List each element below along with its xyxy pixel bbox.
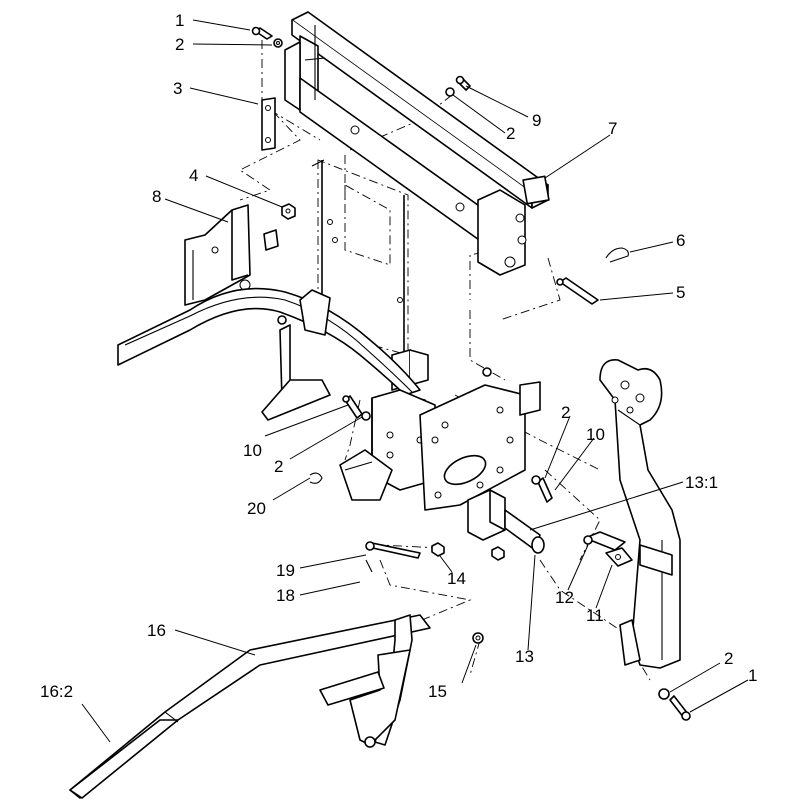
callout-10-left: 10: [243, 441, 262, 460]
callout-20: 20: [247, 499, 266, 518]
nut-4: [281, 203, 296, 220]
callout-12: 12: [555, 588, 574, 607]
right-upright-weldment: [599, 359, 681, 669]
bolts-10-right: [531, 475, 553, 503]
callout-1-bottom: 1: [748, 666, 757, 685]
callout-14: 14: [447, 569, 466, 588]
bolts-10-left: [342, 395, 371, 421]
callout-13: 13: [515, 647, 534, 666]
callout-2-bottom: 2: [724, 649, 733, 668]
callout-9: 9: [532, 111, 541, 130]
nut-center: [491, 546, 505, 561]
callout-6: 6: [676, 231, 685, 250]
callout-labels: 1 2 3 9 2 7 4 8 6 5 2 10 10 2 13:1 20 19…: [40, 11, 757, 701]
bolt-top-left: [251, 26, 273, 40]
rod-19: [365, 541, 421, 573]
callout-19: 19: [276, 561, 295, 580]
callout-16-2: 16:2: [40, 682, 73, 701]
callout-2-top: 2: [175, 35, 184, 54]
clevis-11: [605, 547, 633, 567]
leader-lines: [81, 19, 749, 743]
callout-11: 11: [586, 606, 604, 625]
callout-2-mid-left: 2: [274, 457, 283, 476]
callout-7: 7: [608, 119, 617, 138]
washer-top-left: [273, 38, 283, 48]
callout-8: 8: [152, 187, 161, 206]
bolt-bottom-right: [658, 688, 691, 721]
callout-4: 4: [189, 166, 198, 185]
callout-2-mid-right: 2: [561, 403, 570, 422]
center-mount-plate: [419, 367, 541, 511]
upper-cross-tube: [284, 11, 550, 276]
washer-15: [472, 632, 484, 644]
pivot-block: [467, 489, 545, 554]
callout-3: 3: [173, 79, 182, 98]
callout-1-top: 1: [175, 11, 184, 30]
callout-15: 15: [428, 682, 447, 701]
clip-20: [309, 472, 323, 484]
nut-14: [431, 542, 445, 557]
callout-5: 5: [676, 283, 685, 302]
linkage-12: [583, 531, 626, 551]
handle-lever-16: [69, 614, 431, 799]
strap-plate: [261, 97, 276, 151]
callout-2-upper: 2: [506, 124, 515, 143]
bolt-5-pin: [556, 277, 599, 305]
callout-13-1: 13:1: [685, 473, 718, 492]
callout-16: 16: [147, 621, 166, 640]
left-bracket: [184, 204, 279, 306]
callout-10-right: 10: [586, 425, 605, 444]
callout-18: 18: [276, 586, 295, 605]
hair-pin-6: [605, 247, 629, 263]
